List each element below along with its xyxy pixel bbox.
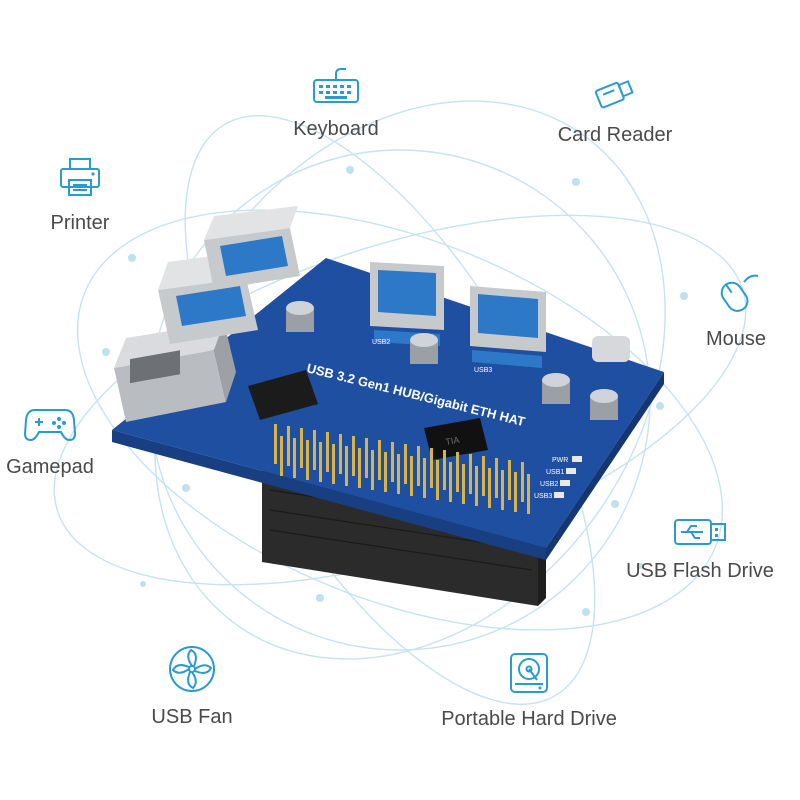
chip-marking: TIA [445,435,461,447]
printer-icon [60,158,100,196]
gpio-pin [410,456,413,496]
gpio-pins [274,424,530,514]
gpio-pin [397,454,400,494]
gpio-pin [352,436,355,476]
gpio-pin [527,474,530,514]
feature-label-portable-hard-drive: Portable Hard Drive [441,708,617,730]
mouse-icon [720,274,759,312]
feature-label-gamepad: Gamepad [6,456,94,478]
feature-label-mouse: Mouse [705,328,767,350]
capacitors [286,301,618,420]
led-label-pwr: PWR [552,457,568,464]
feature-label-usb-flash-drive: USB Flash Drive [626,560,774,582]
gpio-pin [365,438,368,478]
gpio-pin [326,432,329,472]
gpio-pin [358,448,361,488]
gpio-pin [384,452,387,492]
usb-flash-drive-icon [674,519,726,545]
gpio-pin [514,472,517,512]
feature-keyboard: Keyboard [266,66,406,141]
gpio-pin [404,444,407,484]
gpio-pin [501,470,504,510]
gpio-pin [449,462,452,502]
usb-port-usb2 [370,262,444,346]
feature-usb-flash-drive: USB Flash Drive [620,514,780,583]
feature-printer: Printer [20,156,140,235]
keyboard-icon [313,68,359,103]
gpio-pin [436,460,439,500]
gpio-pin [482,456,485,496]
gpio-pin [300,428,303,468]
feature-label-usb-fan: USB Fan [151,706,233,728]
gpio-pin [521,462,524,502]
hub-chip [424,418,488,460]
usb-port-usb3 [470,286,546,368]
feature-card-reader: Card Reader [540,70,690,147]
gpio-pin [339,434,342,474]
gpio-pin [430,448,433,488]
gpio-pin [378,440,381,480]
led-indicators: PWR USB1 USB2 USB3 [534,456,582,500]
gpio-pin [495,458,498,498]
gpio-pin [319,442,322,482]
feature-label-keyboard: Keyboard [293,118,379,140]
gpio-pin [391,442,394,482]
gamepad-icon [23,409,77,442]
gpio-pin [469,454,472,494]
fan-icon [169,646,215,692]
port-label-usb2: USB2 [372,339,390,346]
gpio-pin [274,424,277,464]
gpio-pin [423,458,426,498]
gpio-pin [345,446,348,486]
hard-drive-icon [510,653,548,693]
card-reader-icon [594,80,634,109]
feature-label-printer: Printer [50,212,110,234]
gpio-pin [371,450,374,490]
magnetics-transformer [248,370,318,420]
gpio-pin [332,444,335,484]
gpio-pin [306,440,309,480]
gpio-pin [462,464,465,504]
gpio-pin [293,438,296,478]
led-label-usb1: USB1 [546,469,564,476]
port-label-usb3: USB3 [474,367,492,374]
gpio-pin [488,468,491,508]
feature-gamepad: Gamepad [0,402,100,479]
feature-portable-hard-drive: Portable Hard Drive [424,650,634,731]
gpio-pin [443,450,446,490]
usb-port-stack-left [158,206,300,344]
gpio-pin [508,460,511,500]
led-label-usb3: USB3 [534,493,552,500]
led-label-usb2: USB2 [540,481,558,488]
usb-c-port [592,336,630,362]
feature-mouse: Mouse [686,270,786,351]
gpio-pin [287,426,290,466]
gpio-pin [417,446,420,486]
gpio-pin [475,466,478,506]
feature-usb-fan: USB Fan [132,644,252,729]
feature-label-card-reader: Card Reader [557,124,673,146]
gpio-pin [313,430,316,470]
gpio-pin [280,436,283,476]
gpio-pin [456,452,459,492]
